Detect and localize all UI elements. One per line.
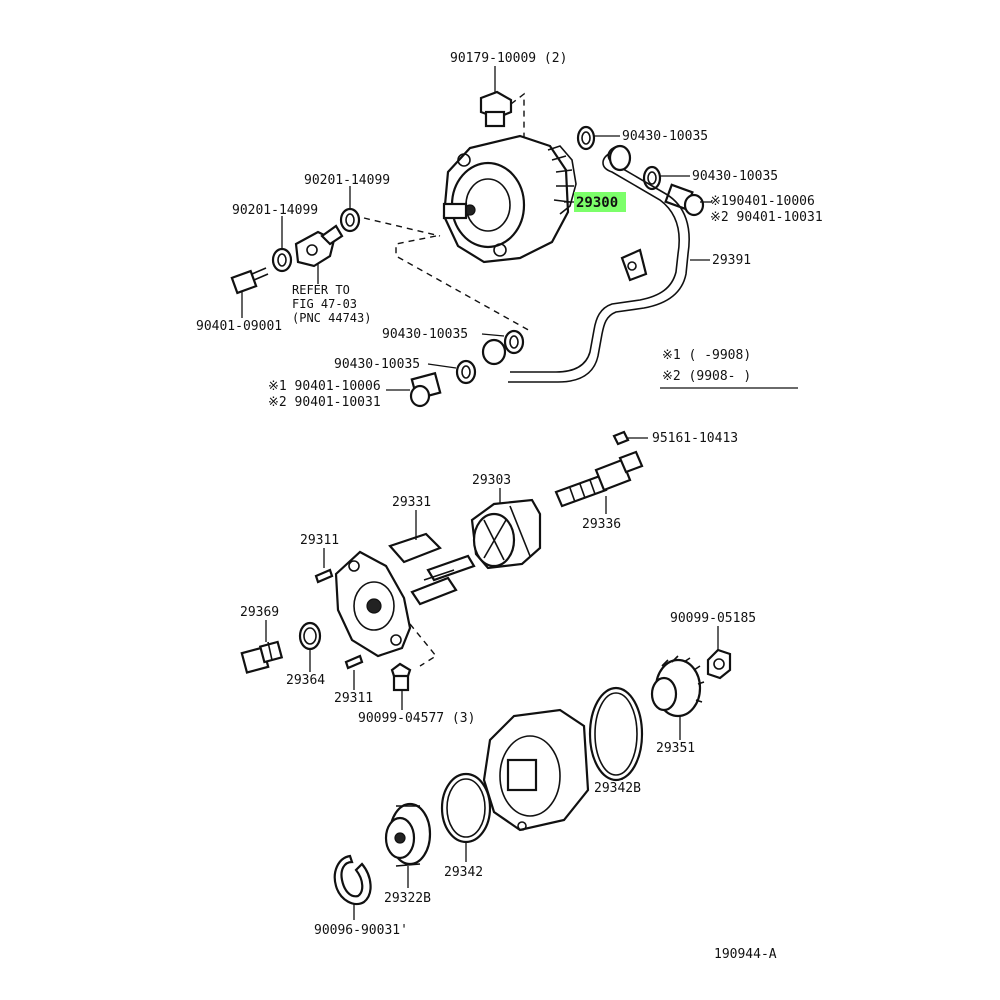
figure-id: 190944-A [714, 947, 777, 962]
label-29391: 29391 [712, 253, 751, 268]
pin-29311-b-part [344, 654, 364, 670]
label-90201-b: 90201-14099 [232, 203, 318, 218]
plug-29369-part [240, 640, 284, 674]
label-refer-line1: REFER TO [292, 283, 350, 297]
label-90430-b: 90430-10035 [692, 169, 778, 184]
label-29331: 29331 [392, 495, 431, 510]
leader-90430-d [427, 363, 457, 369]
dashed-guide-housing [409, 623, 438, 667]
label-29351: 29351 [656, 741, 695, 756]
bearing-29322B-part [384, 802, 432, 867]
oil-pipe-29391-part [481, 144, 690, 383]
label-29364: 29364 [286, 673, 325, 688]
label-29300: 29300 [576, 195, 618, 211]
label-90179: 90179-10009 (2) [450, 51, 567, 66]
gear-29351-part [650, 655, 705, 718]
label-90430-d: 90430-10035 [334, 357, 420, 372]
bolt-90179-part [479, 90, 513, 128]
label-29336: 29336 [582, 517, 621, 532]
label-p1-90401: ※1 90401-10006 [268, 379, 381, 394]
label-29311-a: 29311 [300, 533, 339, 548]
dashed-guide-90179 [510, 92, 525, 150]
key-95161-part [612, 430, 630, 446]
snapring-90096-part [333, 854, 372, 906]
housing-plate-part [334, 550, 412, 658]
label-p2-90401: ※2 90401-10031 [268, 395, 381, 410]
label-90099-04577: 90099-04577 (3) [358, 711, 475, 726]
label-29311-b: 29311 [334, 691, 373, 706]
label-90201-a: 90201-14099 [304, 173, 390, 188]
label-refer-line2: FIG 47-03 [292, 297, 357, 311]
dashed-guide-pump-lower [395, 235, 533, 333]
oring-29364-part [298, 621, 322, 651]
label-29322B: 29322B [384, 891, 431, 906]
union-bolt-right-part [664, 183, 705, 217]
nut-90099-05185-part [706, 648, 732, 680]
washer-90201-a-part [339, 207, 361, 233]
union-bolt-left-part [409, 371, 442, 408]
oring-29342-part [440, 772, 492, 844]
note-line1: ※1 ( -9908) [662, 348, 751, 363]
label-90430-a: 90430-10035 [622, 129, 708, 144]
oring-29342B-part [588, 686, 644, 782]
label-90430-c: 90430-10035 [382, 327, 468, 342]
washer-90430-a-part [576, 125, 596, 151]
washer-90430-d-part [455, 359, 477, 385]
label-90096: 90096-90031' [314, 923, 408, 938]
label-29369: 29369 [240, 605, 279, 620]
note-line2: ※2 (9908- ) [662, 369, 751, 384]
label-refer-line3: (PNC 44743) [292, 311, 371, 325]
label-190401: ※190401-10006 [710, 194, 815, 209]
label-290401: ※2 90401-10031 [710, 210, 823, 225]
washer-90430-c-part [503, 329, 525, 355]
vacuum-pump-29300-part [442, 134, 577, 264]
casing-part [482, 708, 590, 832]
dashed-guide-pump-left [363, 217, 441, 237]
vanes-29331-part [388, 532, 476, 606]
washer-90201-b-part [271, 247, 293, 273]
pin-29311-a-part [314, 568, 334, 584]
label-29303: 29303 [472, 473, 511, 488]
label-29342: 29342 [444, 865, 483, 880]
label-90099-05185: 90099-05185 [670, 611, 756, 626]
label-29342B: 29342B [594, 781, 641, 796]
bolt-90099-04577-part [390, 662, 412, 692]
fitting-refer-part [294, 224, 344, 268]
label-95161: 95161-10413 [652, 431, 738, 446]
leader-90430-c [481, 333, 505, 337]
highlight-29300 [574, 192, 626, 212]
shaft-29336-part [554, 450, 644, 508]
label-90401-09001: 90401-09001 [196, 319, 282, 334]
rotor-29303-part [470, 498, 542, 570]
bolt-90401-09001-part [230, 267, 269, 295]
